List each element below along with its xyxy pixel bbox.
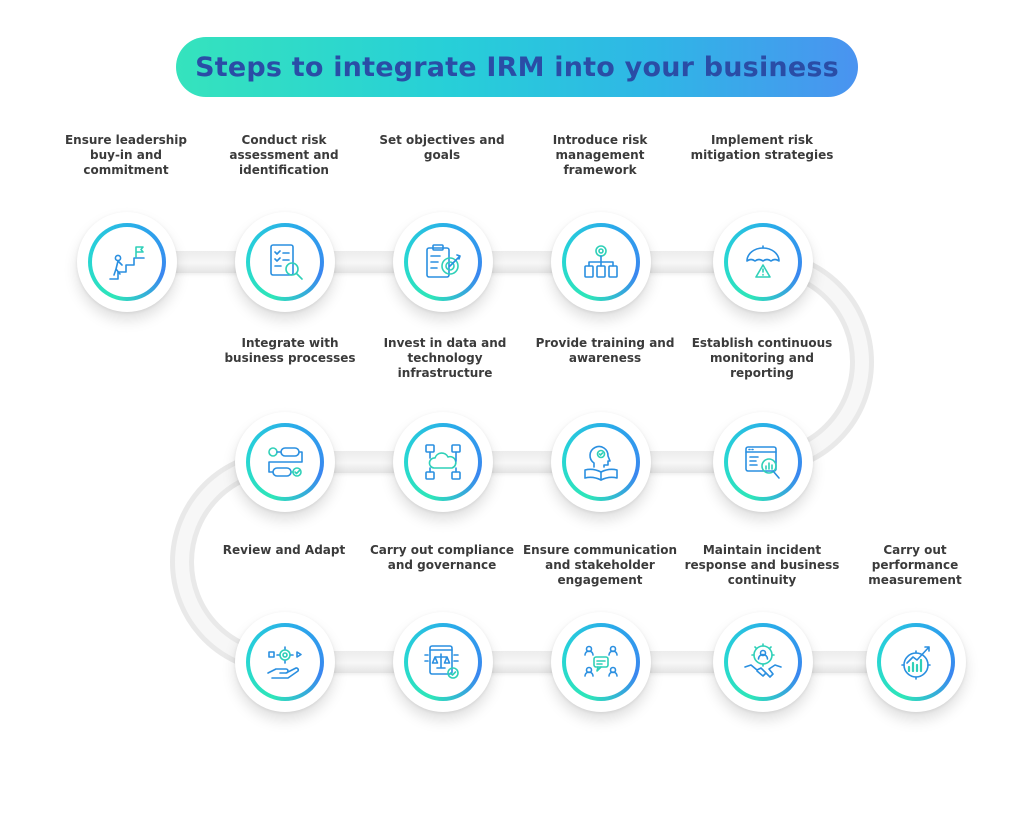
step-node-monitoring xyxy=(713,412,813,512)
dashboard-magnifier-icon xyxy=(745,446,780,479)
connector xyxy=(810,651,880,673)
cloud-network-icon xyxy=(425,444,461,480)
clipboard-target-icon xyxy=(426,244,461,278)
step-node-leadership xyxy=(77,212,177,312)
connector xyxy=(490,651,560,673)
step-label: Establish continuous monitoring and repo… xyxy=(691,336,833,380)
connector xyxy=(650,651,720,673)
scale-check-icon xyxy=(424,645,459,679)
step-node-mitigation xyxy=(713,212,813,312)
step-node-business-processes xyxy=(235,412,335,512)
connector xyxy=(330,451,400,473)
connector xyxy=(490,251,560,273)
step-label: Provide training and awareness xyxy=(535,336,675,365)
checklist-magnifier-icon xyxy=(270,244,303,280)
step-label: Maintain incident response and business … xyxy=(684,543,840,587)
process-flow-icon xyxy=(268,447,303,477)
step-label: Carry out performance measurement xyxy=(868,543,962,587)
step-label: Carry out compliance and governance xyxy=(369,543,514,572)
people-chat-icon xyxy=(584,645,618,677)
step-node-training xyxy=(551,412,651,512)
hand-gear-icon xyxy=(267,646,302,679)
connector xyxy=(170,251,240,273)
step-node-risk-assessment xyxy=(235,212,335,312)
step-node-performance xyxy=(866,612,966,712)
gear-hierarchy-icon xyxy=(584,245,618,278)
step-label: Ensure communication and stakeholder eng… xyxy=(522,543,678,587)
step-label: Set objectives and goals xyxy=(379,133,505,162)
step-node-framework xyxy=(551,212,651,312)
step-node-data-technology xyxy=(393,412,493,512)
step-label: Implement risk mitigation strategies xyxy=(690,133,834,162)
step-node-incident-response xyxy=(713,612,813,712)
connector xyxy=(650,451,720,473)
step-node-communication xyxy=(551,612,651,712)
umbrella-warning-icon xyxy=(746,245,780,278)
step-label: Conduct risk assessment and identificati… xyxy=(229,133,339,177)
title-banner: Steps to integrate IRM into your busines… xyxy=(176,37,858,97)
connector xyxy=(330,651,400,673)
step-node-review xyxy=(235,612,335,712)
page-title: Steps to integrate IRM into your busines… xyxy=(195,51,839,83)
gear-handshake-icon xyxy=(744,643,782,678)
step-label: Integrate with business processes xyxy=(224,336,356,365)
leadership-climb-icon xyxy=(109,246,145,280)
connector xyxy=(650,251,720,273)
head-book-icon xyxy=(584,445,618,481)
connector xyxy=(490,451,560,473)
step-label: Ensure leadership buy-in and commitment xyxy=(64,133,188,177)
step-label: Review and Adapt xyxy=(222,543,346,557)
connector xyxy=(330,251,400,273)
gear-chart-icon xyxy=(901,646,931,680)
step-label: Invest in data and technology infrastruc… xyxy=(383,336,507,380)
step-node-objectives xyxy=(393,212,493,312)
step-node-compliance xyxy=(393,612,493,712)
step-label: Introduce risk management framework xyxy=(552,133,648,177)
